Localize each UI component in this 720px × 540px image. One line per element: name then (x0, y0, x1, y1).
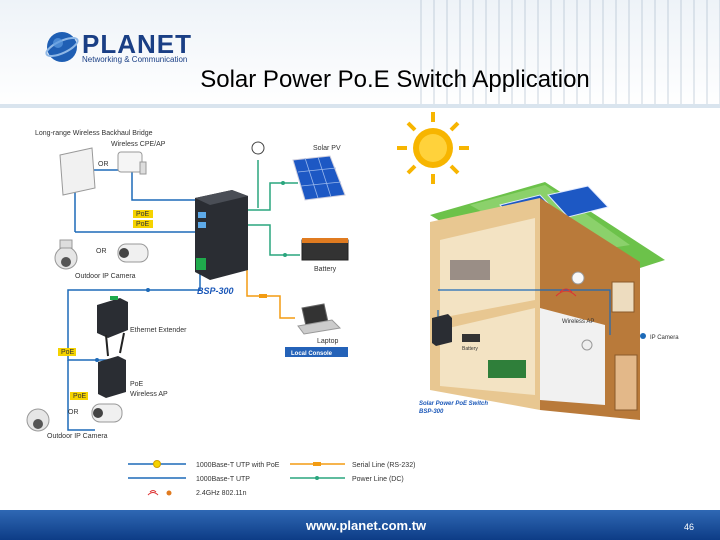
footer-bar (0, 510, 720, 540)
legend-power-marker (315, 476, 319, 480)
bullet-camera-icon (117, 243, 149, 263)
house-switch-label-1: Solar Power PoE Switch (419, 401, 488, 407)
poe-tag-text: PoE (73, 393, 87, 400)
battery-label: Battery (314, 266, 337, 273)
logo-wordmark: PLANET (82, 29, 192, 59)
cable-dot (259, 294, 267, 298)
outdoor-camera-label: Outdoor IP Camera (47, 433, 108, 440)
wireless-ap-label: Wireless AP (562, 319, 594, 325)
legend-power-label: Power Line (DC) (352, 476, 404, 483)
footer-url[interactable]: www.planet.com.tw (306, 518, 427, 533)
poe-tag-text: PoE (136, 211, 150, 218)
solar-panel-icon (292, 155, 346, 201)
laptop-label: Laptop (317, 338, 339, 345)
planet-logo-icon (45, 32, 79, 62)
logo-tagline: Networking & Communication (82, 55, 188, 64)
legend-poe-marker (153, 460, 161, 468)
sofa-icon (488, 360, 526, 378)
bsp300-switch (195, 141, 265, 280)
door-icon (614, 354, 638, 411)
ethernet-extender-icon (97, 296, 128, 338)
sun-icon (397, 112, 469, 184)
outdoor-camera-label: Outdoor IP Camera (75, 273, 136, 280)
switch-model-label: BSP-300 (197, 286, 234, 296)
house-switch-label-2: BSP-300 (419, 409, 444, 415)
local-console-label: Local Console (291, 351, 333, 357)
power-solar (247, 182, 298, 211)
slide-title: Solar Power Po.E Switch Application (200, 66, 590, 93)
window-icon (611, 281, 635, 313)
or-label: OR (96, 248, 107, 255)
laptop-icon (297, 303, 342, 335)
kitchen-room (540, 308, 605, 405)
wireless-cpe-device (117, 151, 147, 175)
cable-extender-to-camera (67, 360, 95, 431)
poe-tag (70, 392, 88, 400)
legend-utp-label: 1000Base-T UTP (196, 476, 250, 483)
page-number: 46 (684, 522, 695, 532)
poe-tag-text: PoE (136, 221, 150, 228)
ground-icon (251, 141, 265, 155)
cable-extender-to-switch (67, 252, 201, 325)
legend-wifi-icon (147, 490, 159, 496)
cable-dot (281, 181, 285, 185)
local-console-badge (285, 347, 348, 357)
legend-wifi-label: 2.4GHz 802.11n (196, 490, 247, 497)
legend-serial-label: Serial Line (RS-232) (352, 462, 415, 469)
battery-tag-label: Battery (462, 346, 478, 352)
header-divider (0, 104, 720, 108)
ip-camera-bullet (640, 333, 646, 339)
legend-wifi-marker (166, 490, 172, 496)
header-server-pattern (420, 0, 720, 108)
long-range-bridge-label: Long-range Wireless Backhaul Bridge (35, 130, 153, 137)
bridge-device (59, 147, 96, 196)
legend-utp-poe-label: 1000Base-T UTP with PoE (196, 462, 280, 469)
wireless-ap-ceiling-icon (571, 271, 585, 285)
serial-console (246, 262, 295, 319)
poe-tag (58, 348, 76, 356)
power-source-label: Power Source (449, 186, 496, 193)
legend: 1000Base-T UTP with PoE 1000Base-T UTP 2… (128, 460, 415, 497)
poe-wireless-ap-label-2: Wireless AP (130, 391, 168, 398)
cable-dot (283, 253, 287, 257)
ethernet-extender-label: Ethernet Extender (130, 327, 187, 334)
wifi-signal-icon (555, 288, 577, 297)
poe-wireless-ap-label-1: PoE (130, 381, 144, 388)
bed-icon (450, 260, 490, 280)
or-label: OR (98, 161, 109, 168)
legend-serial-marker (313, 462, 321, 466)
house-switch-icon (432, 314, 480, 346)
poe-tag (133, 210, 153, 218)
dome-camera-icon (54, 239, 78, 270)
bullet-camera-icon (91, 403, 123, 423)
poe-wireless-ap-icon (98, 332, 126, 398)
ip-camera-label: IP Camera (650, 335, 679, 341)
cable-dots (95, 181, 287, 362)
ip-camera-icon (581, 339, 593, 351)
cable-dot (146, 288, 150, 292)
wireless-cpe-label: Wireless CPE/AP (111, 141, 166, 148)
poe-tag-text: PoE (61, 349, 75, 356)
poe-tag (133, 220, 153, 228)
cable-dot (95, 358, 99, 362)
solar-pv-label: Solar PV (313, 145, 341, 152)
dome-camera-icon (26, 408, 50, 432)
battery-icon (301, 238, 349, 261)
or-label: OR (68, 409, 79, 416)
power-battery (247, 224, 300, 256)
header-band (0, 0, 720, 108)
